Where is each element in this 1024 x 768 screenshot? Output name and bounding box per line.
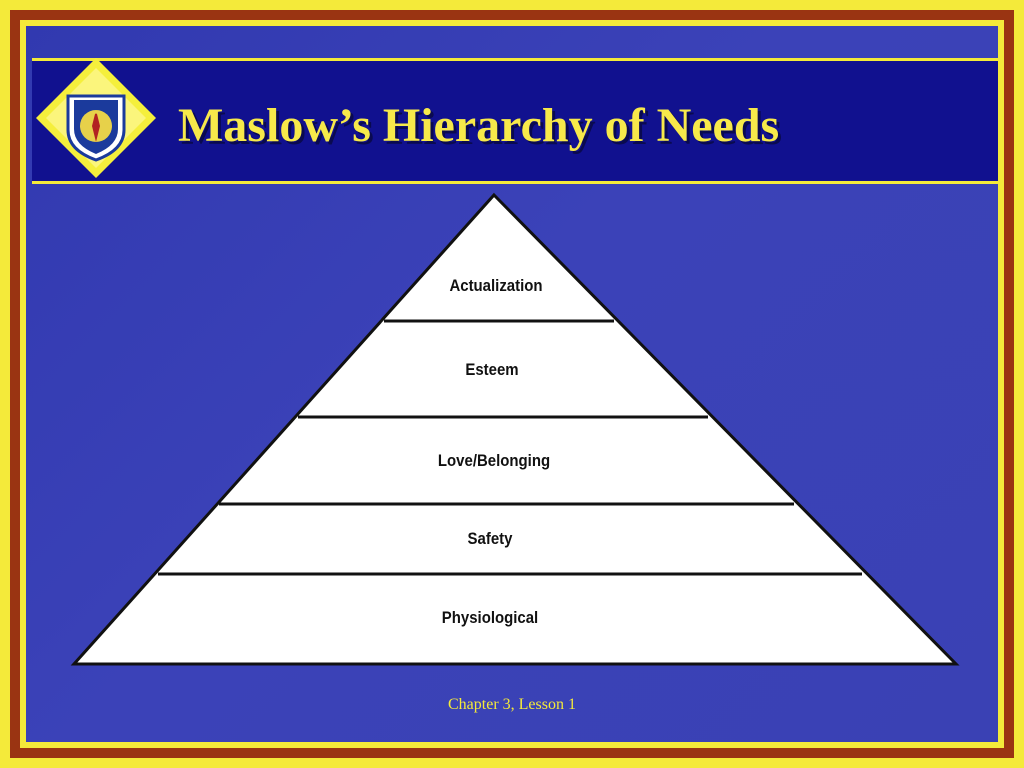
pyramid-level-esteem: Esteem <box>465 360 519 379</box>
pyramid-level-physiological: Physiological <box>441 608 539 627</box>
slide-footer: Chapter 3, Lesson 1 <box>448 696 576 713</box>
title-band <box>32 58 998 184</box>
maslow-pyramid <box>70 192 960 666</box>
pyramid-outline <box>70 192 960 666</box>
air-force-jrotc-logo-icon <box>36 58 156 178</box>
pyramid-level-actualization: Actualization <box>449 276 543 295</box>
pyramid-level-love-belonging: Love/Belonging <box>437 451 551 470</box>
pyramid-level-safety: Safety <box>467 529 513 548</box>
slide-title: Maslow’s Hierarchy of Needs <box>178 99 780 152</box>
slide-content: Maslow’s Hierarchy of Needs Actualizatio… <box>26 26 998 742</box>
